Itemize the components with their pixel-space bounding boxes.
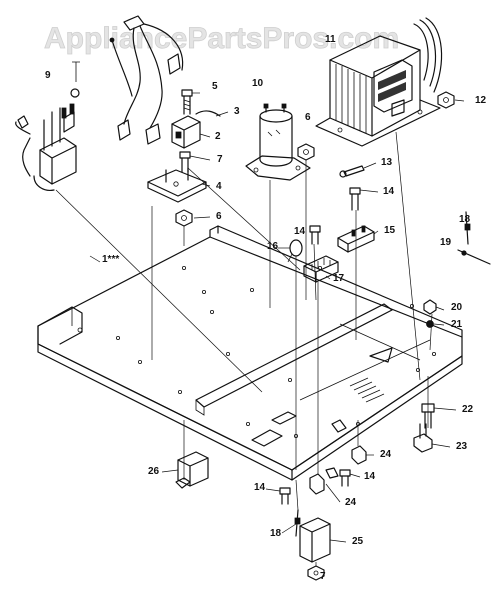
part-12-nut — [437, 91, 455, 109]
part-22-bolt — [421, 403, 435, 429]
callout-pointers — [161, 92, 465, 543]
callout-label: 16 — [267, 241, 279, 252]
callout-label: 20 — [451, 302, 463, 313]
part-13-pin — [339, 165, 365, 178]
callout-label: 10 — [252, 78, 264, 89]
part-10-capacitor — [245, 103, 311, 181]
callout-label: 23 — [456, 441, 468, 452]
part-14-screw-a — [349, 187, 361, 211]
base-plate — [37, 225, 463, 481]
callout-label: 26 — [148, 466, 160, 477]
part-21-washer — [426, 320, 434, 328]
callout-label: 14 — [383, 186, 395, 197]
callout-label: 4 — [216, 181, 222, 192]
part-23-bolt — [413, 423, 433, 453]
callout-label: 5 — [212, 81, 218, 92]
callout-label: 9 — [45, 70, 51, 81]
callout-label: 18 — [270, 528, 282, 539]
callout-label: 24 — [380, 449, 392, 460]
assembly-lines — [55, 131, 433, 566]
part-18-rod-lower — [294, 509, 301, 537]
callout-label: 24 — [345, 497, 357, 508]
callout-label: 14 — [364, 471, 376, 482]
wire-harness-top — [109, 15, 184, 145]
callout-label: 21 — [451, 319, 463, 330]
callout-label: 3 — [234, 106, 240, 117]
part-9-harness — [15, 61, 80, 191]
callout-label: 15 — [384, 225, 396, 236]
part-18-rod-right — [464, 211, 471, 245]
callout-label: 12 — [475, 95, 487, 106]
part-11-transformer — [315, 17, 443, 147]
part-15-terminal — [337, 225, 375, 253]
callout-label: 22 — [462, 404, 474, 415]
callout-label: 17 — [333, 273, 345, 284]
callout-label: 7 — [320, 571, 326, 582]
callout-label: 25 — [352, 536, 364, 547]
part-19-pin-right — [457, 249, 491, 265]
callout-label: 7 — [217, 154, 223, 165]
callout-label: 6 — [305, 112, 311, 123]
part-25-foot — [299, 517, 331, 563]
callout-labels: 1***234566779101112131414141415161718181… — [45, 34, 487, 582]
callout-label: 18 — [459, 214, 471, 225]
part-6-nut — [297, 143, 315, 161]
callout-label: 11 — [325, 34, 336, 45]
callout-label: 19 — [440, 237, 452, 248]
part-17-terminal-block — [303, 255, 339, 283]
part-26-bracket — [175, 451, 209, 489]
callout-label: 1*** — [102, 254, 119, 265]
callout-label: 2 — [215, 131, 221, 142]
part-20-nut — [423, 299, 437, 315]
watermark-text: AppliancePartsPros.com — [44, 22, 399, 55]
callout-label: 14 — [294, 226, 306, 237]
callout-label: 14 — [254, 482, 266, 493]
part-14-screw-c — [339, 469, 351, 487]
callout-label: 13 — [381, 157, 393, 168]
part-14-screw-d — [279, 487, 291, 505]
part-14-screw-b — [309, 225, 321, 245]
part-24-foot-a — [351, 445, 367, 465]
callout-label: 6 — [216, 211, 222, 222]
part-24-foot-b — [309, 467, 339, 495]
